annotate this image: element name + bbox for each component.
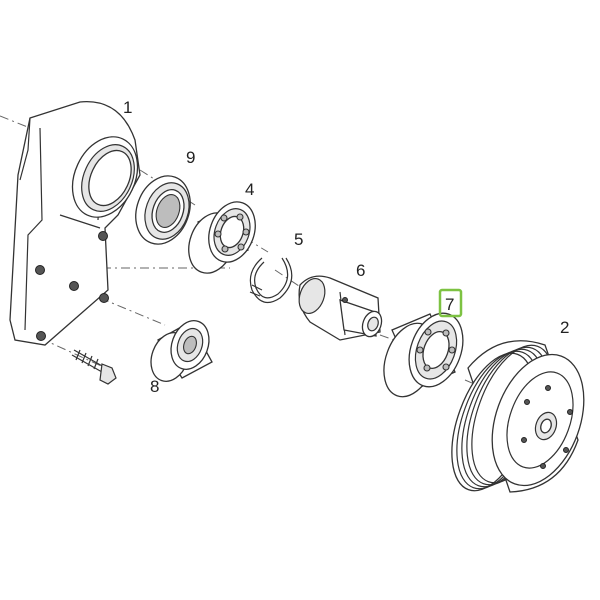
part-2-drive-pulley bbox=[451, 340, 585, 493]
callout-8-highlight: 7 bbox=[438, 288, 463, 318]
part-9-pulley bbox=[150, 320, 213, 382]
callout-7: 9 bbox=[186, 148, 195, 167]
part-4-bearing bbox=[188, 201, 256, 274]
callout-6: 6 bbox=[356, 261, 365, 280]
callout-5: 5 bbox=[294, 230, 303, 249]
callout-1: 1 bbox=[123, 98, 132, 117]
callout-2: 2 bbox=[560, 318, 569, 337]
bolt bbox=[71, 349, 117, 385]
callout-4: 4 bbox=[245, 180, 254, 199]
part-8-bearing bbox=[383, 312, 464, 398]
callout-8: 7 bbox=[445, 295, 454, 314]
part-1-housing bbox=[9, 101, 141, 346]
part-6-shaft bbox=[298, 275, 383, 341]
part-7-seal bbox=[135, 175, 191, 245]
part-5-circlip bbox=[249, 257, 293, 304]
callout-9: 8 bbox=[150, 377, 159, 396]
